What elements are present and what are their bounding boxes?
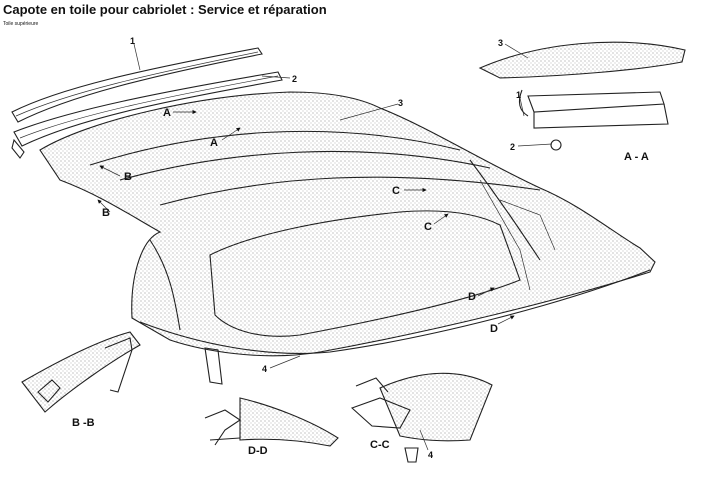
section-marker-a-upper: A — [163, 107, 171, 119]
section-a-a-drawing — [478, 41, 686, 151]
section-marker-c-upper: C — [392, 185, 400, 197]
caption-section-bb: B -B — [72, 417, 95, 429]
callout-3-main: 3 — [398, 98, 403, 108]
leader-lines — [97, 43, 553, 451]
section-marker-b-upper: B — [124, 171, 132, 183]
front-rail-part-2 — [11, 71, 283, 159]
section-d-d-drawing — [204, 397, 339, 447]
page-title: Capote en toile pour cabriolet : Service… — [3, 2, 327, 17]
section-marker-b-lower: B — [102, 207, 110, 219]
callout-2-top: 2 — [292, 74, 297, 84]
section-marker-c-lower: C — [424, 221, 432, 233]
section-b-b-drawing — [21, 331, 141, 413]
callout-4-bottom: 4 — [262, 364, 267, 374]
front-rail-part-1 — [11, 47, 263, 123]
section-c-c-drawing — [350, 372, 493, 463]
callout-3-section-aa: 3 — [498, 38, 503, 48]
callout-1-top: 1 — [130, 36, 135, 46]
caption-section-dd: D-D — [248, 445, 268, 457]
section-marker-d-lower: D — [490, 323, 498, 335]
page-subtitle: Toile supérieure — [3, 21, 39, 27]
section-marker-d-upper: D — [468, 291, 476, 303]
callout-4-section-cc: 4 — [428, 450, 433, 460]
caption-section-cc: C-C — [370, 439, 390, 451]
soft-top-body — [39, 91, 656, 385]
callout-1-section-aa: 1 — [516, 90, 521, 100]
callout-2-section-aa: 2 — [510, 142, 515, 152]
section-marker-a-lower: A — [210, 137, 218, 149]
caption-section-aa: A - A — [624, 151, 649, 163]
